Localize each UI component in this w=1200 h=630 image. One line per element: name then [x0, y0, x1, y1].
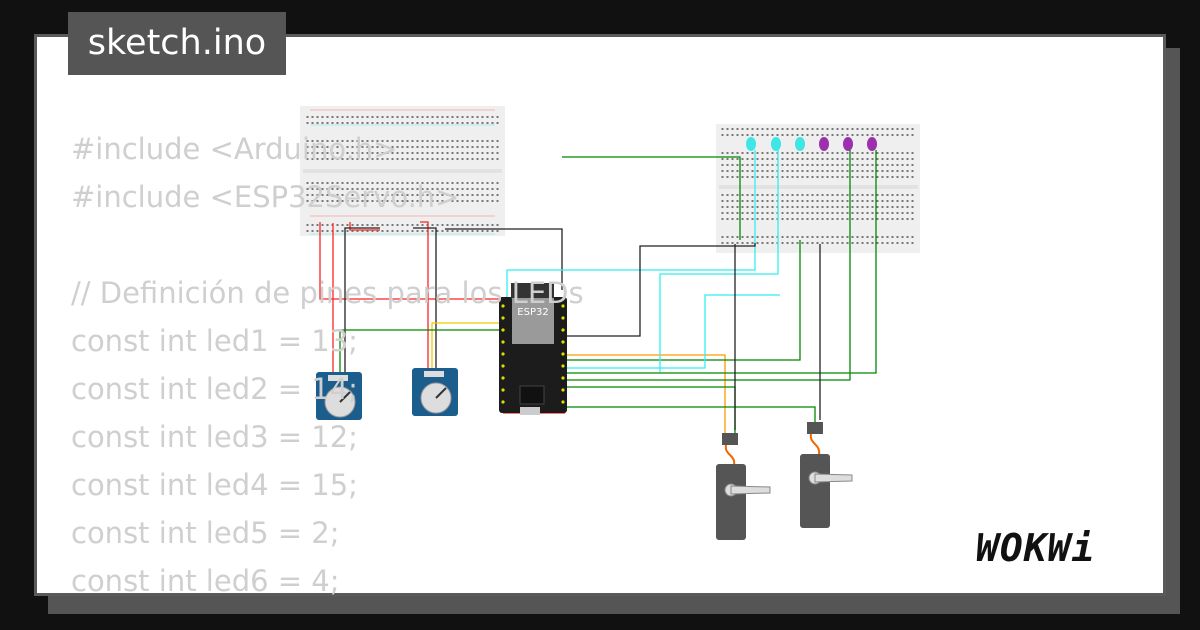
code-line: const int led1 = 13; [71, 324, 358, 358]
file-tab: sketch.ino [68, 12, 286, 75]
led-3 [795, 137, 805, 151]
led-5 [843, 137, 853, 151]
servo-2 [800, 422, 853, 528]
code-line: const int led3 = 12; [71, 420, 358, 454]
code-line: #include <Arduino.h> [71, 132, 398, 166]
code-line: const int led2 = 14; [71, 372, 358, 406]
servo-1 [716, 433, 771, 540]
preview-card [34, 34, 1166, 596]
esp32-board: ESP32 [499, 283, 567, 415]
code-line: const int led6 = 4; [71, 564, 340, 598]
code-line: const int led5 = 2; [71, 516, 340, 550]
led-1 [746, 137, 756, 151]
wires [319, 150, 877, 435]
code-line: // Definición de pines para los LEDs [71, 276, 584, 310]
led-4 [819, 137, 829, 151]
code-line: #include <ESP32Servo.h> [71, 180, 460, 214]
code-line: const int led4 = 15; [71, 468, 358, 502]
led-6 [867, 137, 877, 151]
code-preview: #include <Arduino.h> #include <ESP32Serv… [71, 125, 584, 605]
wokwi-logo: WOKWi [976, 526, 1096, 570]
esp32-label: ESP32 [517, 307, 548, 318]
led-row [746, 137, 877, 151]
potentiometer-2 [412, 368, 458, 416]
potentiometer-1 [316, 372, 362, 420]
breadboard-left [300, 106, 505, 236]
led-2 [771, 137, 781, 151]
